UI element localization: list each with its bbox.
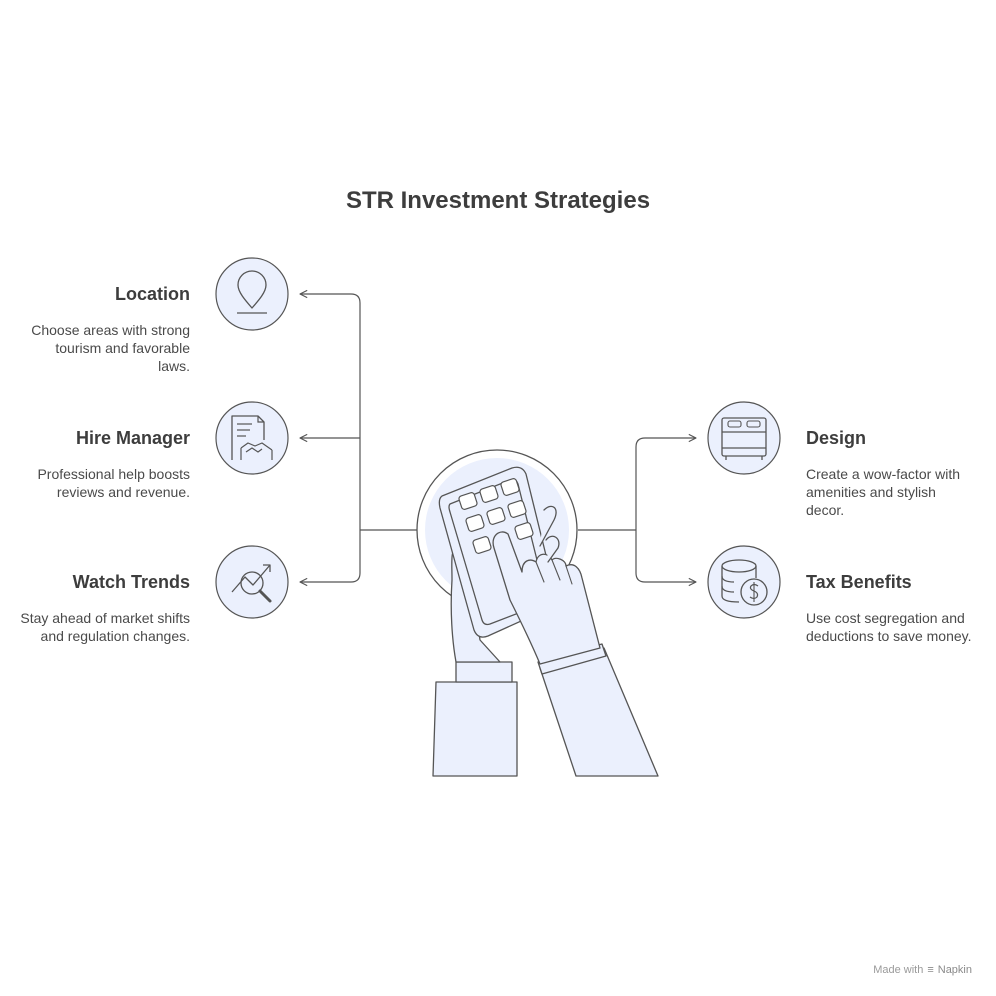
arrow-watch-trends bbox=[299, 530, 361, 587]
arrow-location bbox=[299, 289, 361, 530]
calculator-hands-illustration bbox=[416, 449, 659, 777]
item-title-watch-trends: Watch Trends bbox=[72, 572, 190, 592]
item-title-location: Location bbox=[115, 284, 190, 304]
napkin-logo-icon: ≡ bbox=[927, 964, 934, 976]
item-title-hire-manager: Hire Manager bbox=[75, 428, 190, 448]
item-desc-hire-manager: Professional help boosts reviews and rev… bbox=[37, 466, 190, 500]
item-desc-watch-trends: Stay ahead of market shifts and regulati… bbox=[20, 610, 190, 644]
footer-brand: Napkin bbox=[937, 964, 972, 976]
coins-dollar-icon bbox=[707, 545, 781, 619]
page-title: STR Investment Strategies bbox=[345, 187, 651, 214]
handshake-contract-icon bbox=[215, 401, 289, 475]
map-pin-icon bbox=[215, 257, 289, 331]
trend-magnifier-icon bbox=[215, 545, 289, 619]
item-title-tax-benefits: Tax Benefits bbox=[806, 572, 912, 592]
footer-made-with: Made with bbox=[873, 964, 924, 976]
left-connectors bbox=[299, 289, 418, 587]
item-desc-location: Choose areas with strong tourism and fav… bbox=[31, 322, 190, 374]
arrow-tax-benefits bbox=[635, 530, 697, 587]
right-connectors bbox=[578, 433, 697, 587]
item-desc-design: Create a wow-factor with amenities and s… bbox=[806, 466, 961, 518]
item-desc-tax-benefits: Use cost segregation and deductions to s… bbox=[806, 610, 972, 644]
footer-attribution: Made with ≡ Napkin bbox=[873, 964, 972, 976]
item-title-design: Design bbox=[806, 428, 867, 448]
arrow-design bbox=[635, 433, 697, 530]
bed-icon bbox=[707, 401, 781, 475]
